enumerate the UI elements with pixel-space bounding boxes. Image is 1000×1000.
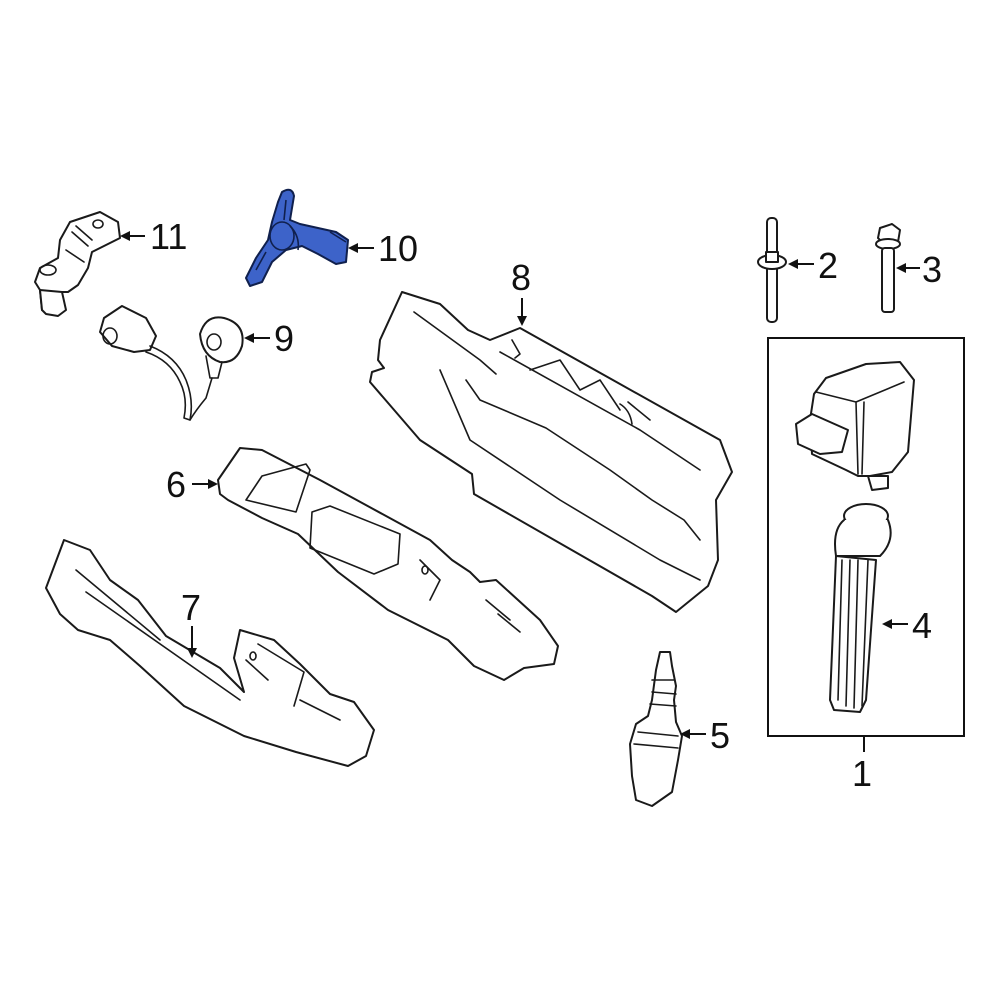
callout-label-2: 2 xyxy=(818,245,838,286)
part-9-knock-sensor[interactable] xyxy=(99,305,244,421)
callout-3: 3 xyxy=(896,249,942,290)
callout-label-4: 4 xyxy=(912,605,932,646)
callout-2: 2 xyxy=(788,245,838,286)
part-8-engine-cover[interactable] xyxy=(369,291,733,613)
callout-label-7: 7 xyxy=(181,587,201,628)
callout-11: 11 xyxy=(120,216,187,257)
part-6-cover[interactable] xyxy=(217,447,559,681)
callout-6: 6 xyxy=(166,464,218,505)
callout-label-9: 9 xyxy=(274,318,294,359)
callout-label-8: 8 xyxy=(511,257,531,298)
callout-8: 8 xyxy=(511,257,531,326)
part-5-spark-plug[interactable] xyxy=(629,651,683,807)
part-10-sensor-highlighted[interactable] xyxy=(245,188,349,287)
assembly-1-box xyxy=(767,337,965,737)
callout-label-5: 5 xyxy=(710,715,730,756)
callout-5: 5 xyxy=(680,715,730,756)
callout-label-1: 1 xyxy=(852,753,872,794)
callout-label-6: 6 xyxy=(166,464,186,505)
part-1-ignition-coil[interactable] xyxy=(795,361,915,491)
callout-7: 7 xyxy=(181,587,201,658)
part-2-stud[interactable] xyxy=(757,217,787,323)
callout-label-11: 11 xyxy=(150,216,187,257)
callout-1: 1 xyxy=(852,736,872,794)
part-4-coil-boot[interactable] xyxy=(829,503,892,713)
callout-4: 4 xyxy=(882,605,932,646)
callout-10: 10 xyxy=(348,228,418,269)
callout-label-10: 10 xyxy=(378,228,418,269)
part-3-bolt[interactable] xyxy=(875,223,901,313)
part-7-lower-cover[interactable] xyxy=(45,539,375,767)
callout-label-3: 3 xyxy=(922,249,942,290)
part-11-sensor[interactable] xyxy=(34,211,121,317)
callout-9: 9 xyxy=(244,318,294,359)
